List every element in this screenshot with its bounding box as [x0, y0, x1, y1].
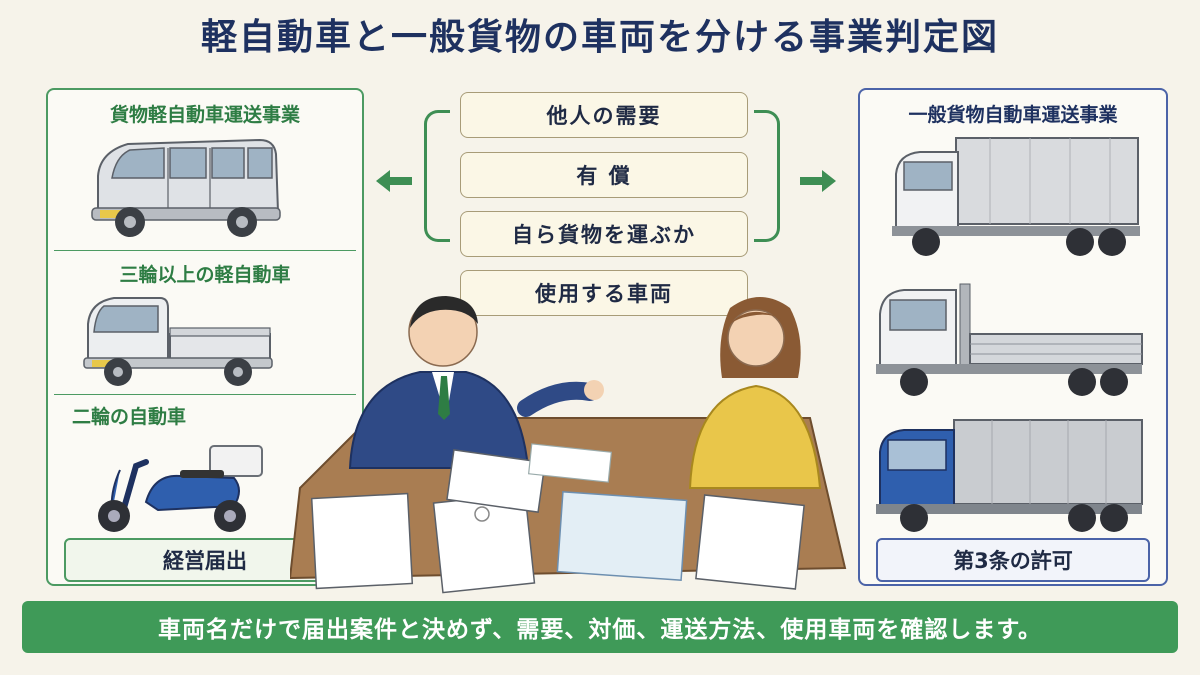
left-bracket: [424, 110, 450, 242]
right-bracket: [754, 110, 780, 242]
light-cargo-panel: 貨物軽自動車運送事業 三輪以上の軽自動車 二輪の自動車: [46, 88, 364, 586]
kei-truck-icon: [83, 297, 273, 386]
guidance-banner: 車両名だけで届出案件と決めず、需要、対価、運送方法、使用車両を確認します。: [22, 601, 1178, 653]
right-arrow-icon: [800, 170, 836, 192]
two-wheel-label: 二輪の自動車: [72, 406, 187, 428]
light-cargo-heading: 貨物軽自動車運送事業: [109, 104, 300, 126]
general-cargo-heading: 一般貨物自動車運送事業: [908, 104, 1118, 126]
general-cargo-panel: 一般貨物自動車運送事業 第3条の許可: [858, 88, 1168, 586]
article-3-permit-label: 第3条の許可: [876, 538, 1150, 582]
criterion-carry-own-cargo: 自ら貨物を運ぶか: [460, 211, 748, 257]
criterion-others-demand: 他人の需要: [460, 92, 748, 138]
consultation-scene: [290, 296, 847, 594]
scooter-icon: [98, 445, 263, 532]
criterion-paid: 有 償: [460, 152, 748, 198]
left-arrow-icon: [376, 170, 412, 192]
blue-truck-icon: [876, 419, 1143, 532]
three-wheel-kei-label: 三輪以上の軽自動車: [119, 264, 291, 286]
flatbed-truck-icon: [876, 283, 1143, 396]
box-truck-icon: [892, 137, 1140, 256]
criterion-vehicle-used: 使用する車両: [460, 270, 748, 316]
kei-van-icon: [91, 138, 281, 237]
page-title: 軽自動車と一般貨物の車両を分ける事業判定図: [200, 17, 999, 58]
